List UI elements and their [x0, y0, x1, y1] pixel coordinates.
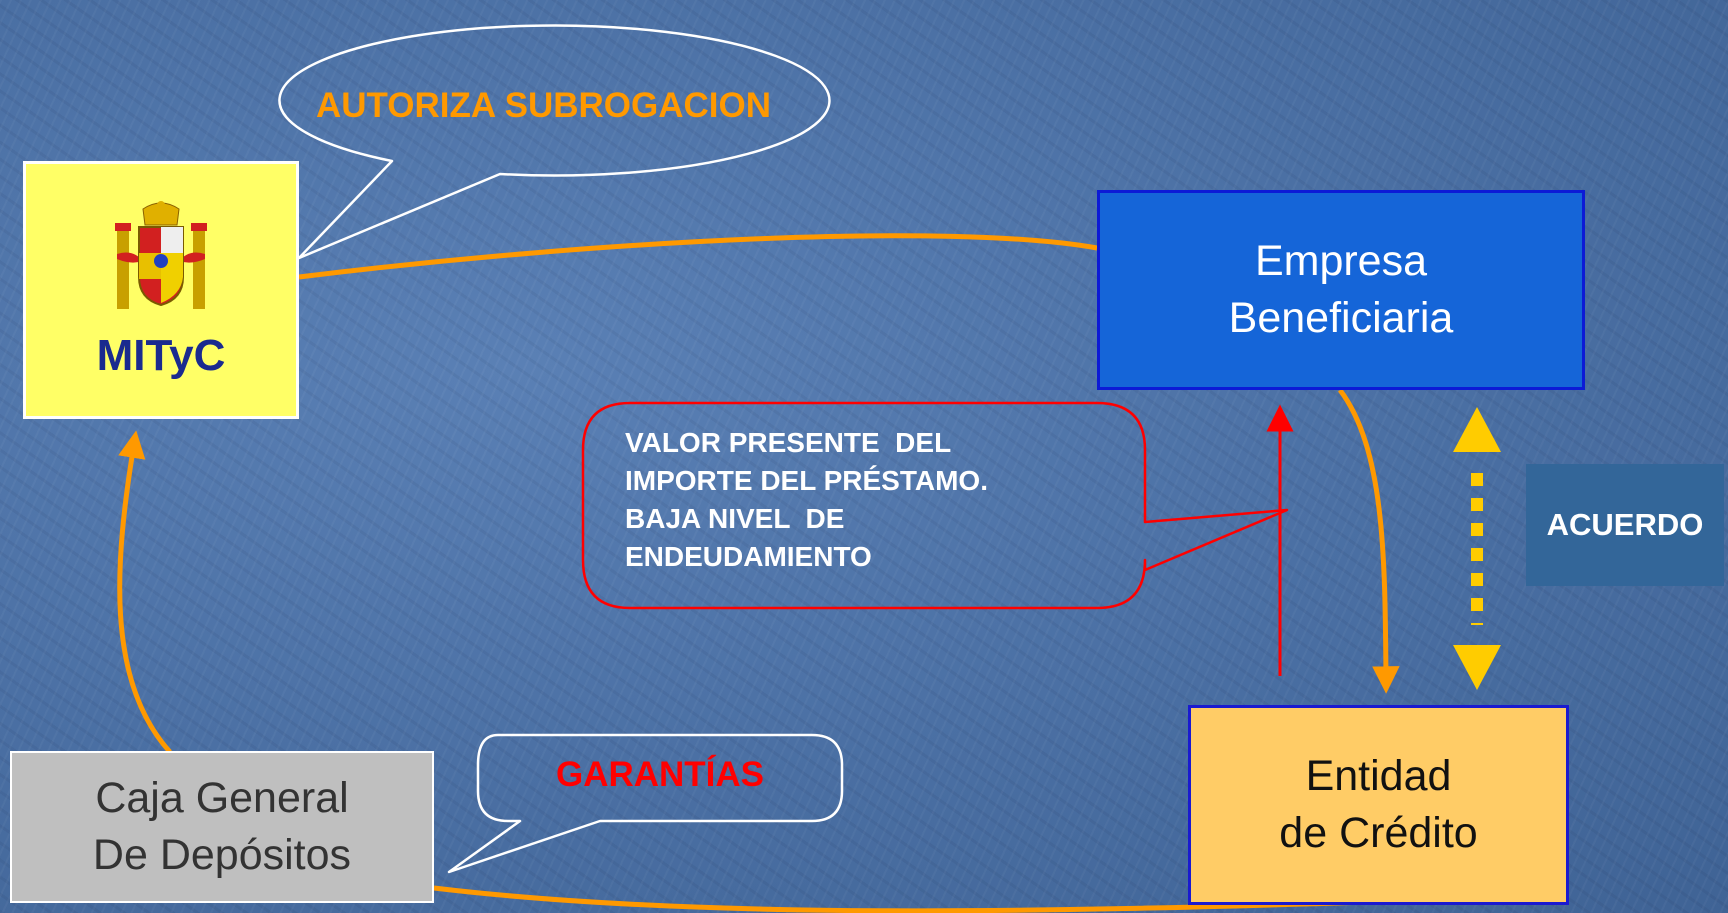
acuerdo-label: ACUERDO	[1546, 507, 1704, 542]
entidad-de-credito-node: Entidad de Crédito	[1188, 705, 1569, 905]
entidad-label-line1: Entidad	[1305, 752, 1452, 800]
empresa-label-line1: Empresa	[1254, 237, 1428, 285]
acuerdo-label-box: ACUERDO	[1526, 464, 1724, 586]
arrow-caja-to-mityc	[117, 430, 172, 754]
garantias-callout-bubble	[447, 733, 844, 874]
agreement-double-arrow	[1453, 407, 1501, 690]
spain-coat-of-arms-icon	[115, 201, 207, 309]
connector-caja-entidad	[433, 885, 1371, 913]
empresa-label-line2: Beneficiaria	[1228, 294, 1454, 342]
valor-line1: VALOR PRESENTE DEL	[625, 427, 952, 458]
mityc-label: MITyC	[96, 331, 226, 380]
caja-label-line2: De Depósitos	[92, 831, 352, 879]
valor-line2: IMPORTE DEL PRÉSTAMO.	[625, 465, 988, 496]
caja-label-line1: Caja General	[95, 774, 349, 822]
caja-general-depositos-node: Caja General De Depósitos	[10, 751, 434, 903]
arrow-empresa-to-entidad	[1337, 388, 1400, 694]
autoriza-subrogacion-text: AUTORIZA SUBROGACION	[316, 86, 771, 125]
valor-presente-text: VALOR PRESENTE DEL IMPORTE DEL PRÉSTAMO.…	[625, 424, 1125, 576]
empresa-beneficiaria-node: Empresa Beneficiaria	[1097, 190, 1585, 390]
valor-callout-bubble	[581, 401, 1289, 610]
autoriza-callout-bubble	[278, 24, 831, 260]
entidad-label-line2: de Crédito	[1279, 809, 1478, 857]
connector-mityc-empresa	[298, 233, 1098, 280]
valor-line3: BAJA NIVEL DE	[625, 503, 845, 534]
valor-line4: ENDEUDAMIENTO	[625, 541, 872, 572]
garantias-text: GARANTÍAS	[555, 755, 765, 794]
mityc-node: MITyC	[23, 161, 299, 419]
